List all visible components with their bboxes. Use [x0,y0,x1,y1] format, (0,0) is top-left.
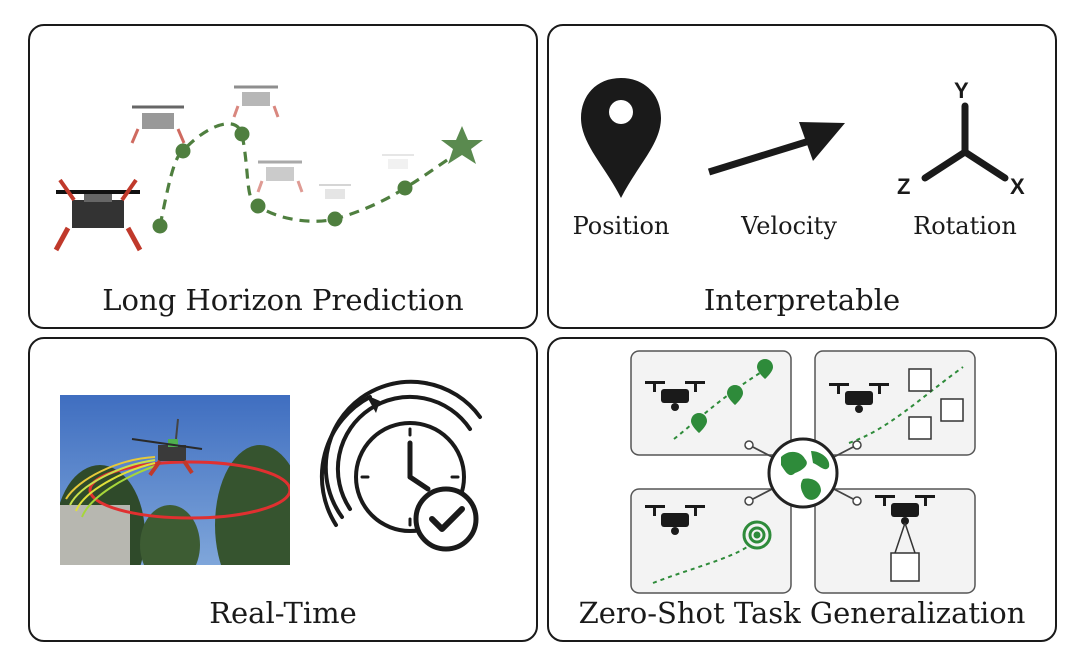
axis-z-label: Z [897,174,910,199]
trajectory-path [158,122,463,227]
task-generalization-diagram [630,350,976,594]
drone-icon [875,495,935,525]
drone-in-flight [131,418,203,477]
waypoint [234,126,250,142]
waypoint-pin-icon [691,359,773,433]
real-time-caption: Real-Time [209,596,357,630]
target-icon [742,520,772,550]
drone-ghost-5 [382,154,414,169]
drone-ghost-4 [319,184,351,199]
interpretable-panel: Y Z X Position Velocity Rotation Interpr… [547,24,1057,329]
axis-x-label: X [1010,174,1025,199]
drone-ghost-2 [232,85,280,118]
waypoint [152,218,168,234]
waypoint [327,211,343,227]
globe-icon [767,437,839,509]
drone-ghost-1 [130,105,186,144]
velocity-label: Velocity [741,212,837,240]
box-icon [908,368,964,440]
drone-flight-photo [60,395,290,565]
goal-star-icon [441,126,483,164]
waypoint [397,180,413,196]
waypoint [250,198,266,214]
drone-ghost-3 [256,160,304,193]
long-horizon-caption: Long Horizon Prediction [102,283,464,317]
real-time-panel: Real-Time [28,337,538,642]
trajectory-diagram [53,85,483,252]
waypoint [175,143,191,159]
location-pin-icon [581,78,661,198]
interpretable-caption: Interpretable [703,283,901,317]
velocity-arrow-icon [707,122,845,176]
interpretable-icons: Y Z X [581,78,1025,199]
drone-icon [645,505,705,535]
drone-icon [829,383,889,413]
drone-icon [645,381,705,411]
zero-shot-panel: Zero-Shot Task Generalization [547,337,1057,642]
zero-shot-caption: Zero-Shot Task Generalization [578,596,1026,630]
long-horizon-panel: Long Horizon Prediction [28,24,538,329]
rotation-axes-icon [921,102,1009,182]
position-label: Position [572,212,670,240]
axis-y-label: Y [954,78,969,103]
rotation-label: Rotation [913,212,1017,240]
drone-main [53,178,143,252]
payload-box-icon [890,522,920,582]
